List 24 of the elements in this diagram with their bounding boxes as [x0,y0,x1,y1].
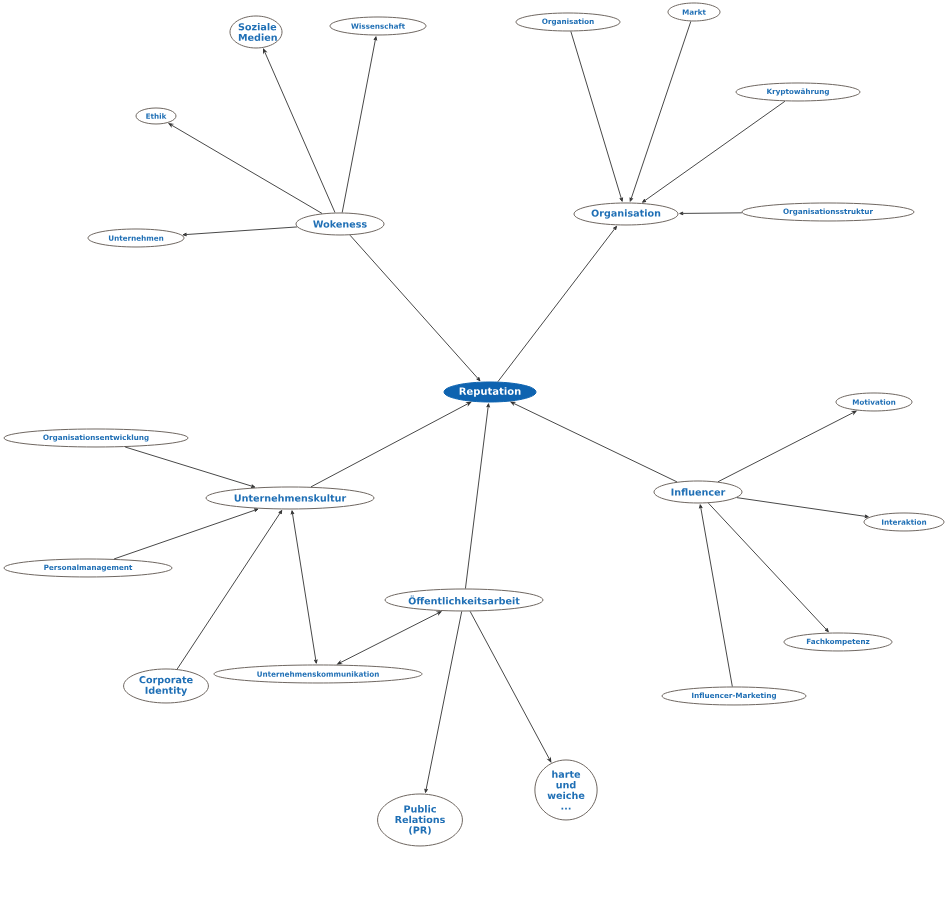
arrow [176,510,283,670]
arrow [699,504,733,687]
arrow [469,611,552,763]
arrow [679,211,743,216]
arrow [263,48,336,213]
arrow [717,410,857,483]
arrow [290,510,318,664]
arrow [570,31,623,202]
arrow [113,508,259,560]
arrow [337,611,442,665]
arrow [182,226,298,237]
arrow [629,20,692,202]
arrow [642,100,786,203]
arrow [424,611,463,793]
arrow [465,403,490,589]
arrow [124,446,256,488]
arrow [708,502,829,633]
arrow [497,225,618,383]
arrow [341,36,378,213]
arrow [349,234,481,382]
arrow [736,497,869,519]
arrow [168,123,323,214]
arrow [510,401,678,483]
arrow [310,401,472,488]
